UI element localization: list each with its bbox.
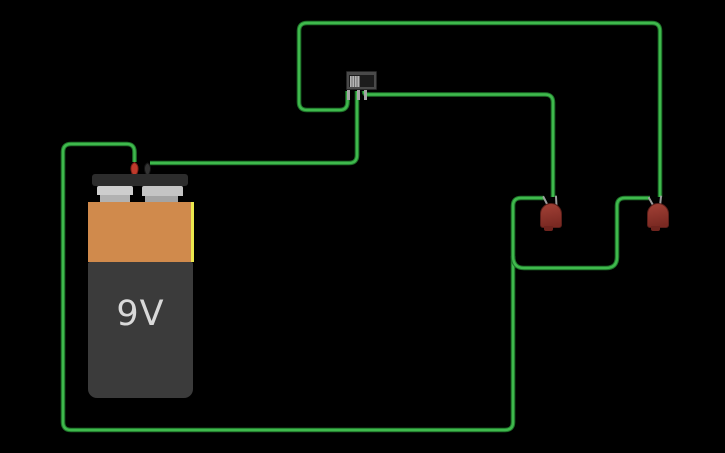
switch-right-pin[interactable] (363, 90, 367, 100)
wire-core (297, 21, 662, 197)
wire-core (61, 142, 544, 432)
battery-wrap (88, 202, 193, 262)
battery-terminal-positive (97, 186, 133, 195)
wire-core (511, 196, 650, 270)
slide-switch[interactable] (346, 71, 377, 100)
wire-core (362, 90, 555, 197)
wire-switch-left-to-led2[interactable] (296, 20, 663, 197)
switch-knob[interactable] (350, 76, 360, 87)
switch-middle-pin[interactable] (356, 90, 360, 100)
led-1[interactable] (540, 203, 562, 231)
wire-battery-positive-to-led1[interactable] (60, 141, 544, 433)
wire-switch-right-to-led1[interactable] (361, 90, 556, 197)
battery-cap (92, 174, 188, 186)
switch-left-pin[interactable] (347, 90, 350, 100)
wire-outline (150, 91, 360, 166)
battery-body: 9V (88, 262, 193, 398)
switch-slot (349, 75, 374, 87)
battery-positive-pin[interactable] (130, 161, 139, 178)
battery-stripe (191, 202, 194, 262)
wire-core (150, 91, 359, 165)
battery-negative-pin[interactable] (144, 162, 151, 177)
wire-outline (296, 20, 663, 197)
battery-9v[interactable]: 9V (60, 160, 200, 400)
wire-outline (361, 90, 556, 197)
wire-outline (510, 195, 650, 271)
wire-led1-to-led2[interactable] (510, 195, 650, 271)
battery-terminal-negative-base (145, 196, 178, 203)
battery-terminal-negative (142, 186, 183, 196)
battery-terminal-positive-base (100, 195, 130, 203)
led-2[interactable] (647, 203, 669, 231)
wire-battery-negative-to-switch[interactable] (150, 91, 360, 166)
battery-voltage-label: 9V (116, 294, 165, 334)
